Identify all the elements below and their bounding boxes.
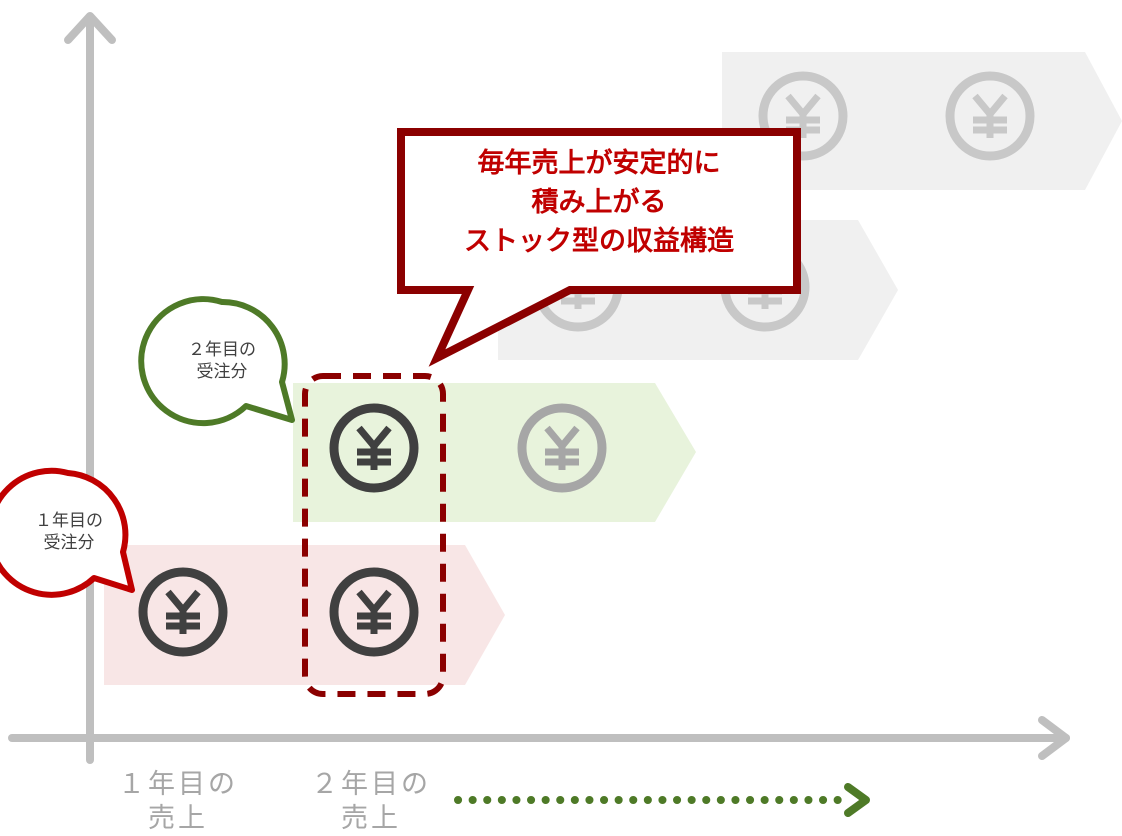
year1-bubble-line1: １年目の	[35, 511, 103, 531]
callout-line1: 毎年売上が安定的に	[477, 148, 721, 179]
x-axis-label-year1-line1: １年目の	[118, 769, 238, 800]
yen-coin-icon	[138, 567, 228, 657]
year2-bubble-line1: ２年目の	[188, 340, 256, 360]
x-axis-label-year2-line2: 売上	[341, 803, 401, 834]
yen-coin-icon	[758, 71, 848, 161]
callout-text: 毎年売上が安定的に 積み上がる ストック型の収益構造	[404, 144, 794, 261]
callout-line3: ストック型の収益構造	[464, 226, 734, 257]
yen-coin-icon	[517, 403, 607, 493]
year2-revenue-highlight	[302, 373, 446, 697]
year2-order-band	[293, 383, 696, 522]
year2-bubble-label: ２年目の 受注分	[179, 339, 265, 383]
year1-bubble-label: １年目の 受注分	[26, 510, 112, 554]
continuation-arrow-icon	[454, 783, 870, 817]
x-axis-label-year1-line2: 売上	[148, 803, 208, 834]
year1-bubble	[0, 467, 135, 598]
yen-coin-icon	[329, 567, 419, 657]
year2-bubble	[138, 296, 295, 427]
callout-line2: 積み上がる	[531, 187, 667, 218]
x-axis-label-year2: ２年目の 売上	[301, 768, 441, 836]
year1-bubble-line2: 受注分	[43, 533, 95, 553]
callout-box	[397, 128, 801, 367]
x-axis-label-year2-line1: ２年目の	[311, 769, 431, 800]
x-axis	[8, 716, 1070, 760]
yen-coin-icon	[945, 71, 1035, 161]
yen-coin-icon	[329, 403, 419, 493]
y-axis	[64, 12, 116, 764]
year2-bubble-line2: 受注分	[196, 362, 248, 382]
x-axis-label-year1: １年目の 売上	[108, 768, 248, 836]
